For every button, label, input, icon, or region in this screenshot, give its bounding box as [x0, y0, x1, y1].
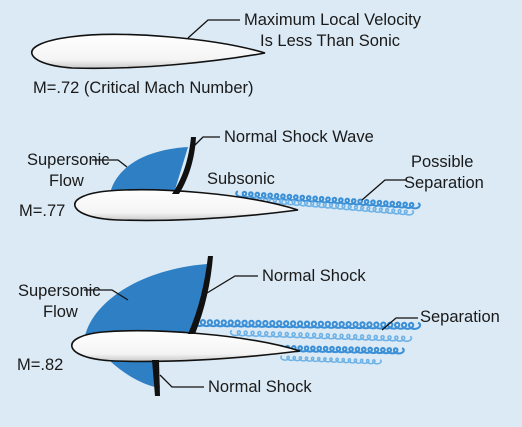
leader-line-velocity-note — [187, 19, 240, 39]
velocity-note-line1: Maximum Local Velocity — [244, 11, 422, 29]
leader-line-supersonic-2 — [92, 159, 128, 168]
supersonic-label-2-line2: Flow — [49, 172, 84, 190]
panel-mach-082: Normal Shock Supersonic Flow Separation … — [17, 256, 500, 396]
leader-line-normal-shock-lower — [159, 374, 204, 388]
wake-vortex-3d — [280, 355, 382, 365]
normal-shock-upper-label: Normal Shock — [262, 267, 366, 285]
wake-2 — [235, 190, 421, 216]
panel-critical-mach: Maximum Local Velocity Is Less Than Soni… — [31, 11, 422, 97]
normal-shock-lower-3 — [152, 360, 160, 396]
leader-line-supersonic-3 — [84, 289, 129, 301]
airfoil-2 — [74, 189, 299, 222]
possible-label: Possible — [411, 153, 473, 171]
normal-shock-upper-3 — [188, 256, 213, 334]
wake-vortex-2a — [235, 190, 421, 210]
leader-line-possible-separation — [361, 179, 407, 201]
leader-line-shock-wave — [193, 136, 220, 147]
wake-vortex-3a — [192, 319, 422, 330]
mach-label-3: M=.82 — [17, 356, 63, 374]
wake-vortex-3b — [229, 329, 413, 343]
subsonic-region-lower-3 — [105, 356, 160, 388]
supersonic-label-2-line1: Supersonic — [27, 151, 110, 169]
supersonic-region-3 — [85, 264, 207, 336]
mach-caption-1: M=.72 (Critical Mach Number) — [33, 79, 254, 97]
leader-line-normal-shock-upper — [206, 275, 258, 294]
normal-shock-wave-2 — [172, 137, 196, 194]
separation-label-3: Separation — [420, 308, 500, 326]
supersonic-label-3-line2: Flow — [43, 303, 78, 321]
airfoil-1 — [31, 33, 266, 70]
mach-label-2: M=.77 — [19, 202, 65, 220]
supersonic-label-3-line1: Supersonic — [18, 282, 101, 300]
subsonic-label: Subsonic — [207, 170, 275, 188]
panel-mach-077: Normal Shock Wave Supersonic Flow Subson… — [19, 128, 484, 222]
supersonic-region-2 — [110, 147, 188, 193]
wake-vortex-2b — [247, 196, 415, 216]
velocity-note-line2: Is Less Than Sonic — [260, 32, 400, 50]
normal-shock-wave-label: Normal Shock Wave — [224, 128, 374, 146]
separation-label-2: Separation — [404, 174, 484, 192]
leader-line-separation-3 — [381, 317, 418, 331]
normal-shock-lower-label: Normal Shock — [208, 378, 312, 396]
